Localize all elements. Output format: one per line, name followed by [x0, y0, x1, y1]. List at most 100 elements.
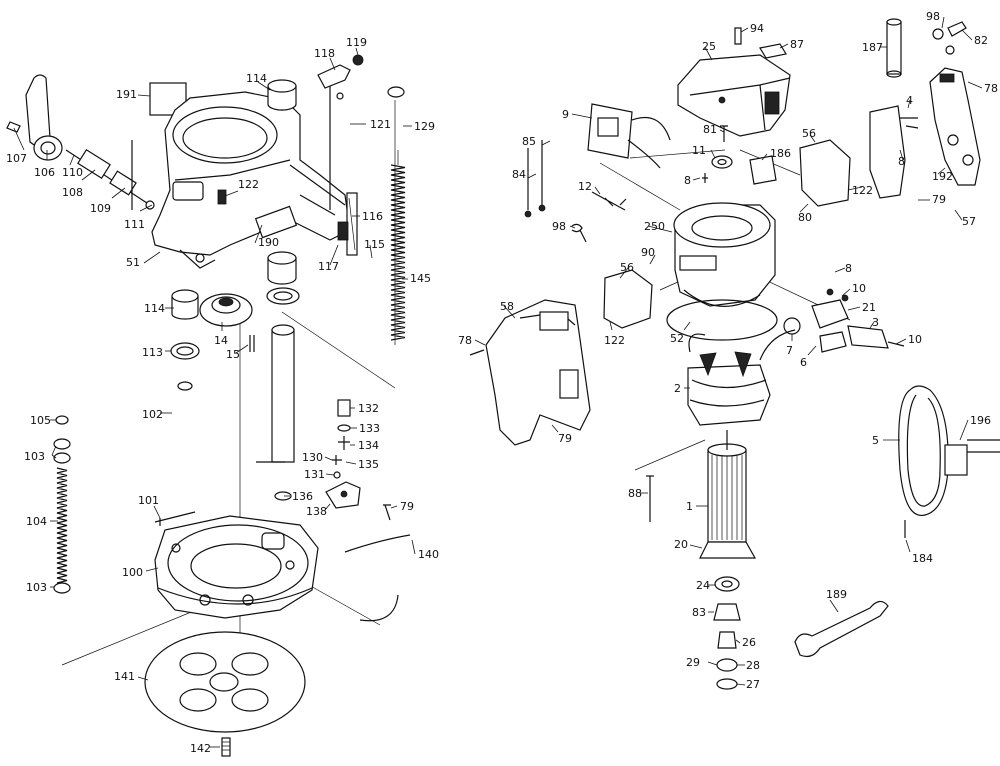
part-callout-116: 116 — [362, 210, 383, 223]
part-callout-84: 84 — [512, 168, 526, 181]
part-callout-192: 192 — [932, 170, 953, 183]
part-callout-141: 141 — [114, 670, 135, 683]
washer-11 — [702, 125, 733, 183]
bushing-top — [267, 79, 297, 111]
part-callout-187: 187 — [862, 41, 883, 54]
part-callout-85: 85 — [522, 135, 536, 148]
part-callout-10: 10 — [908, 333, 922, 346]
field-2 — [687, 329, 796, 426]
part-callout-7: 7 — [786, 344, 793, 357]
small-hardware — [325, 399, 411, 553]
part-callout-189: 189 — [826, 588, 847, 601]
part-callout-80: 80 — [798, 211, 812, 224]
part-callout-130: 130 — [302, 451, 323, 464]
part-callout-114: 114 — [246, 72, 267, 85]
part-callout-111: 111 — [124, 218, 145, 231]
part-callout-79: 79 — [932, 193, 946, 206]
cable-140 — [359, 594, 399, 622]
part-callout-90: 90 — [641, 246, 655, 259]
bushing-lower — [266, 251, 300, 305]
threaded-rod — [53, 415, 71, 594]
spring-clip-98 — [571, 223, 587, 243]
end-cap-56 — [603, 139, 851, 329]
part-callout-6: 6 — [800, 356, 807, 369]
part-callout-52: 52 — [670, 332, 684, 345]
screw-88 — [646, 475, 654, 522]
part-callout-110: 110 — [62, 166, 83, 179]
power-cord-5 — [898, 385, 1000, 538]
part-callout-26: 26 — [742, 636, 756, 649]
part-callout-79: 79 — [558, 432, 572, 445]
side-handle-arm — [6, 74, 63, 161]
lock-lever — [317, 54, 364, 210]
part-callout-122: 122 — [238, 178, 259, 191]
part-callout-122: 122 — [852, 184, 873, 197]
part-callout-15: 15 — [226, 348, 240, 361]
part-callout-5: 5 — [872, 434, 879, 447]
part-callout-135: 135 — [358, 458, 379, 471]
part-callout-142: 142 — [190, 742, 211, 755]
clamp-screw-assembly — [65, 140, 155, 210]
part-callout-8: 8 — [684, 174, 691, 187]
leader-lines — [13, 16, 983, 748]
part-callout-102: 102 — [142, 408, 163, 421]
sub-base — [144, 631, 306, 733]
part-callout-109: 109 — [90, 202, 111, 215]
brush-12 — [591, 191, 627, 211]
bushing-left — [170, 289, 200, 391]
part-callout-8: 8 — [845, 262, 852, 275]
part-callout-191: 191 — [116, 88, 137, 101]
part-callout-140: 140 — [418, 548, 439, 561]
part-callout-184: 184 — [912, 552, 933, 565]
part-callout-57: 57 — [962, 215, 976, 228]
part-callout-28: 28 — [746, 659, 760, 672]
spindle-stack — [713, 576, 741, 690]
part-callout-78: 78 — [984, 82, 998, 95]
part-callout-250: 250 — [644, 220, 665, 233]
wrench-189 — [794, 600, 889, 658]
part-callout-1: 1 — [686, 500, 693, 513]
lead-wires — [524, 140, 546, 218]
part-callout-186: 186 — [770, 147, 791, 160]
part-callout-113: 113 — [142, 346, 163, 359]
part-callout-117: 117 — [318, 260, 339, 273]
column-post — [256, 324, 295, 501]
handle-58 — [469, 299, 591, 446]
base-housing — [151, 91, 351, 269]
part-callout-12: 12 — [578, 180, 592, 193]
part-callout-98: 98 — [926, 10, 940, 23]
part-callout-107: 107 — [6, 152, 27, 165]
part-callout-83: 83 — [692, 606, 706, 619]
part-callout-8: 8 — [898, 155, 905, 168]
part-callout-133: 133 — [359, 422, 380, 435]
depth-rack — [337, 192, 358, 256]
part-callout-108: 108 — [62, 186, 83, 199]
part-callout-121: 121 — [370, 118, 391, 131]
part-callout-145: 145 — [410, 272, 431, 285]
part-callout-4: 4 — [906, 94, 913, 107]
washer-129 — [387, 86, 405, 98]
part-callout-98: 98 — [552, 220, 566, 233]
part-callout-136: 136 — [292, 490, 313, 503]
part-callout-9: 9 — [562, 108, 569, 121]
part-callout-103: 103 — [24, 450, 45, 463]
armature-1 — [699, 430, 757, 559]
main-spring — [390, 150, 406, 341]
part-callout-101: 101 — [138, 494, 159, 507]
part-callout-132: 132 — [358, 402, 379, 415]
part-callout-56: 56 — [802, 127, 816, 140]
part-callout-100: 100 — [122, 566, 143, 579]
part-callout-56: 56 — [620, 261, 634, 274]
sleeve-187 — [886, 18, 902, 78]
part-callout-79: 79 — [400, 500, 414, 513]
switch-link-assembly — [811, 288, 905, 353]
part-callout-106: 106 — [34, 166, 55, 179]
pin-15 — [249, 335, 255, 352]
part-callout-51: 51 — [126, 256, 140, 269]
part-callout-131: 131 — [304, 468, 325, 481]
part-callout-82: 82 — [974, 34, 988, 47]
part-callout-24: 24 — [696, 579, 710, 592]
part-callout-114: 114 — [144, 302, 165, 315]
